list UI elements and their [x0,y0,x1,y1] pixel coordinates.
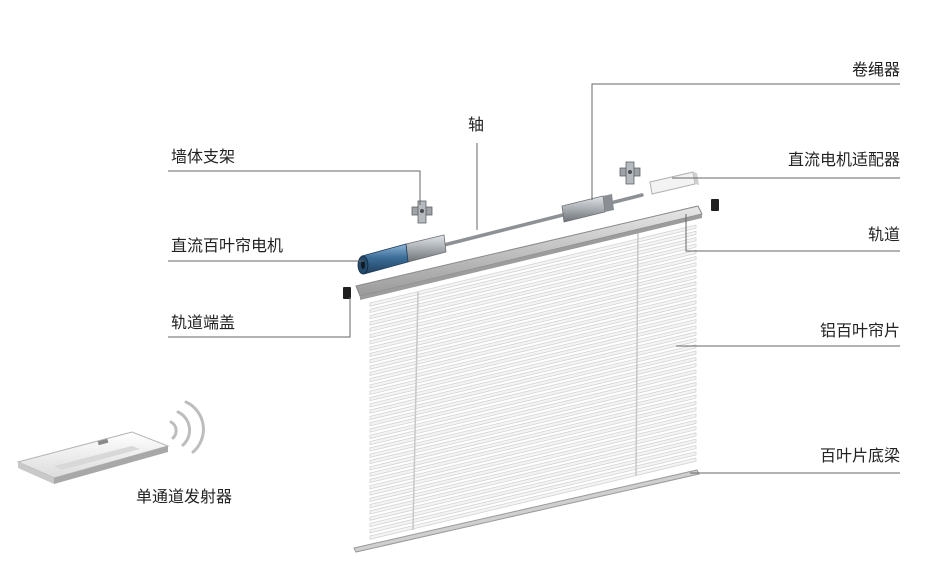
label-rope-winder: 卷绳器 [851,60,900,79]
slat [369,375,697,458]
slat [369,312,697,395]
slat [369,344,697,427]
slat [369,388,697,471]
label-dc-motor-adapter: 直流电机适配器 [787,150,900,169]
slat [369,268,697,351]
slat [369,306,697,389]
slat [369,381,697,465]
dc-motor-adapter [649,171,699,195]
slat [369,350,697,433]
slat [369,274,697,358]
single-channel-transmitter [16,431,170,484]
slat [369,419,697,502]
rail-end-cap-right [711,199,719,211]
leader-wall-bracket [168,170,421,205]
aluminum-slats-stack [369,224,697,540]
rope-winder [561,194,614,223]
slat [369,394,697,477]
label-rail-end-cap: 轨道端盖 [171,313,236,332]
dc-blind-motor [357,234,447,275]
slat [369,438,697,521]
slat [369,356,697,439]
ladder-strings [412,229,639,531]
leader-rope-winder [591,83,900,200]
slat [369,363,697,446]
slat [369,255,697,339]
label-shaft: 轴 [468,115,485,134]
label-dc-blind-motor: 直流百叶帘电机 [171,236,284,255]
wall-bracket-right [619,161,641,185]
label-bottom-rail: 百叶片底梁 [819,446,900,465]
slat [369,243,697,326]
slat [369,237,697,320]
label-rail: 轨道 [867,225,900,244]
signal-waves-icon [169,400,205,454]
slat [369,451,697,534]
slat [369,413,697,496]
slat [369,249,697,332]
slat [369,432,697,515]
slat [369,325,697,408]
slat [369,224,697,307]
slat [369,287,697,370]
head-rail [355,205,703,300]
slat [369,457,697,540]
slat [369,426,697,509]
label-wall-bracket: 墙体支架 [171,147,236,166]
slat [369,262,697,345]
slat [369,318,697,402]
slat [369,369,697,452]
bottom-rail [353,469,700,553]
label-transmitter: 单通道发射器 [136,487,233,506]
slat [369,300,697,383]
slat [369,331,697,414]
slat [369,400,697,484]
wall-bracket-left [411,200,433,224]
leader-lines [168,83,900,474]
slat [369,230,697,314]
slat [369,337,697,421]
slat [369,293,697,376]
leader-rail [685,214,900,252]
label-aluminum-slats: 铝百叶帘片 [819,321,900,340]
rail-end-cap-left [343,287,351,299]
slat [369,281,697,364]
slat [369,444,697,528]
leader-end-cap [168,297,351,338]
slat [369,407,697,490]
